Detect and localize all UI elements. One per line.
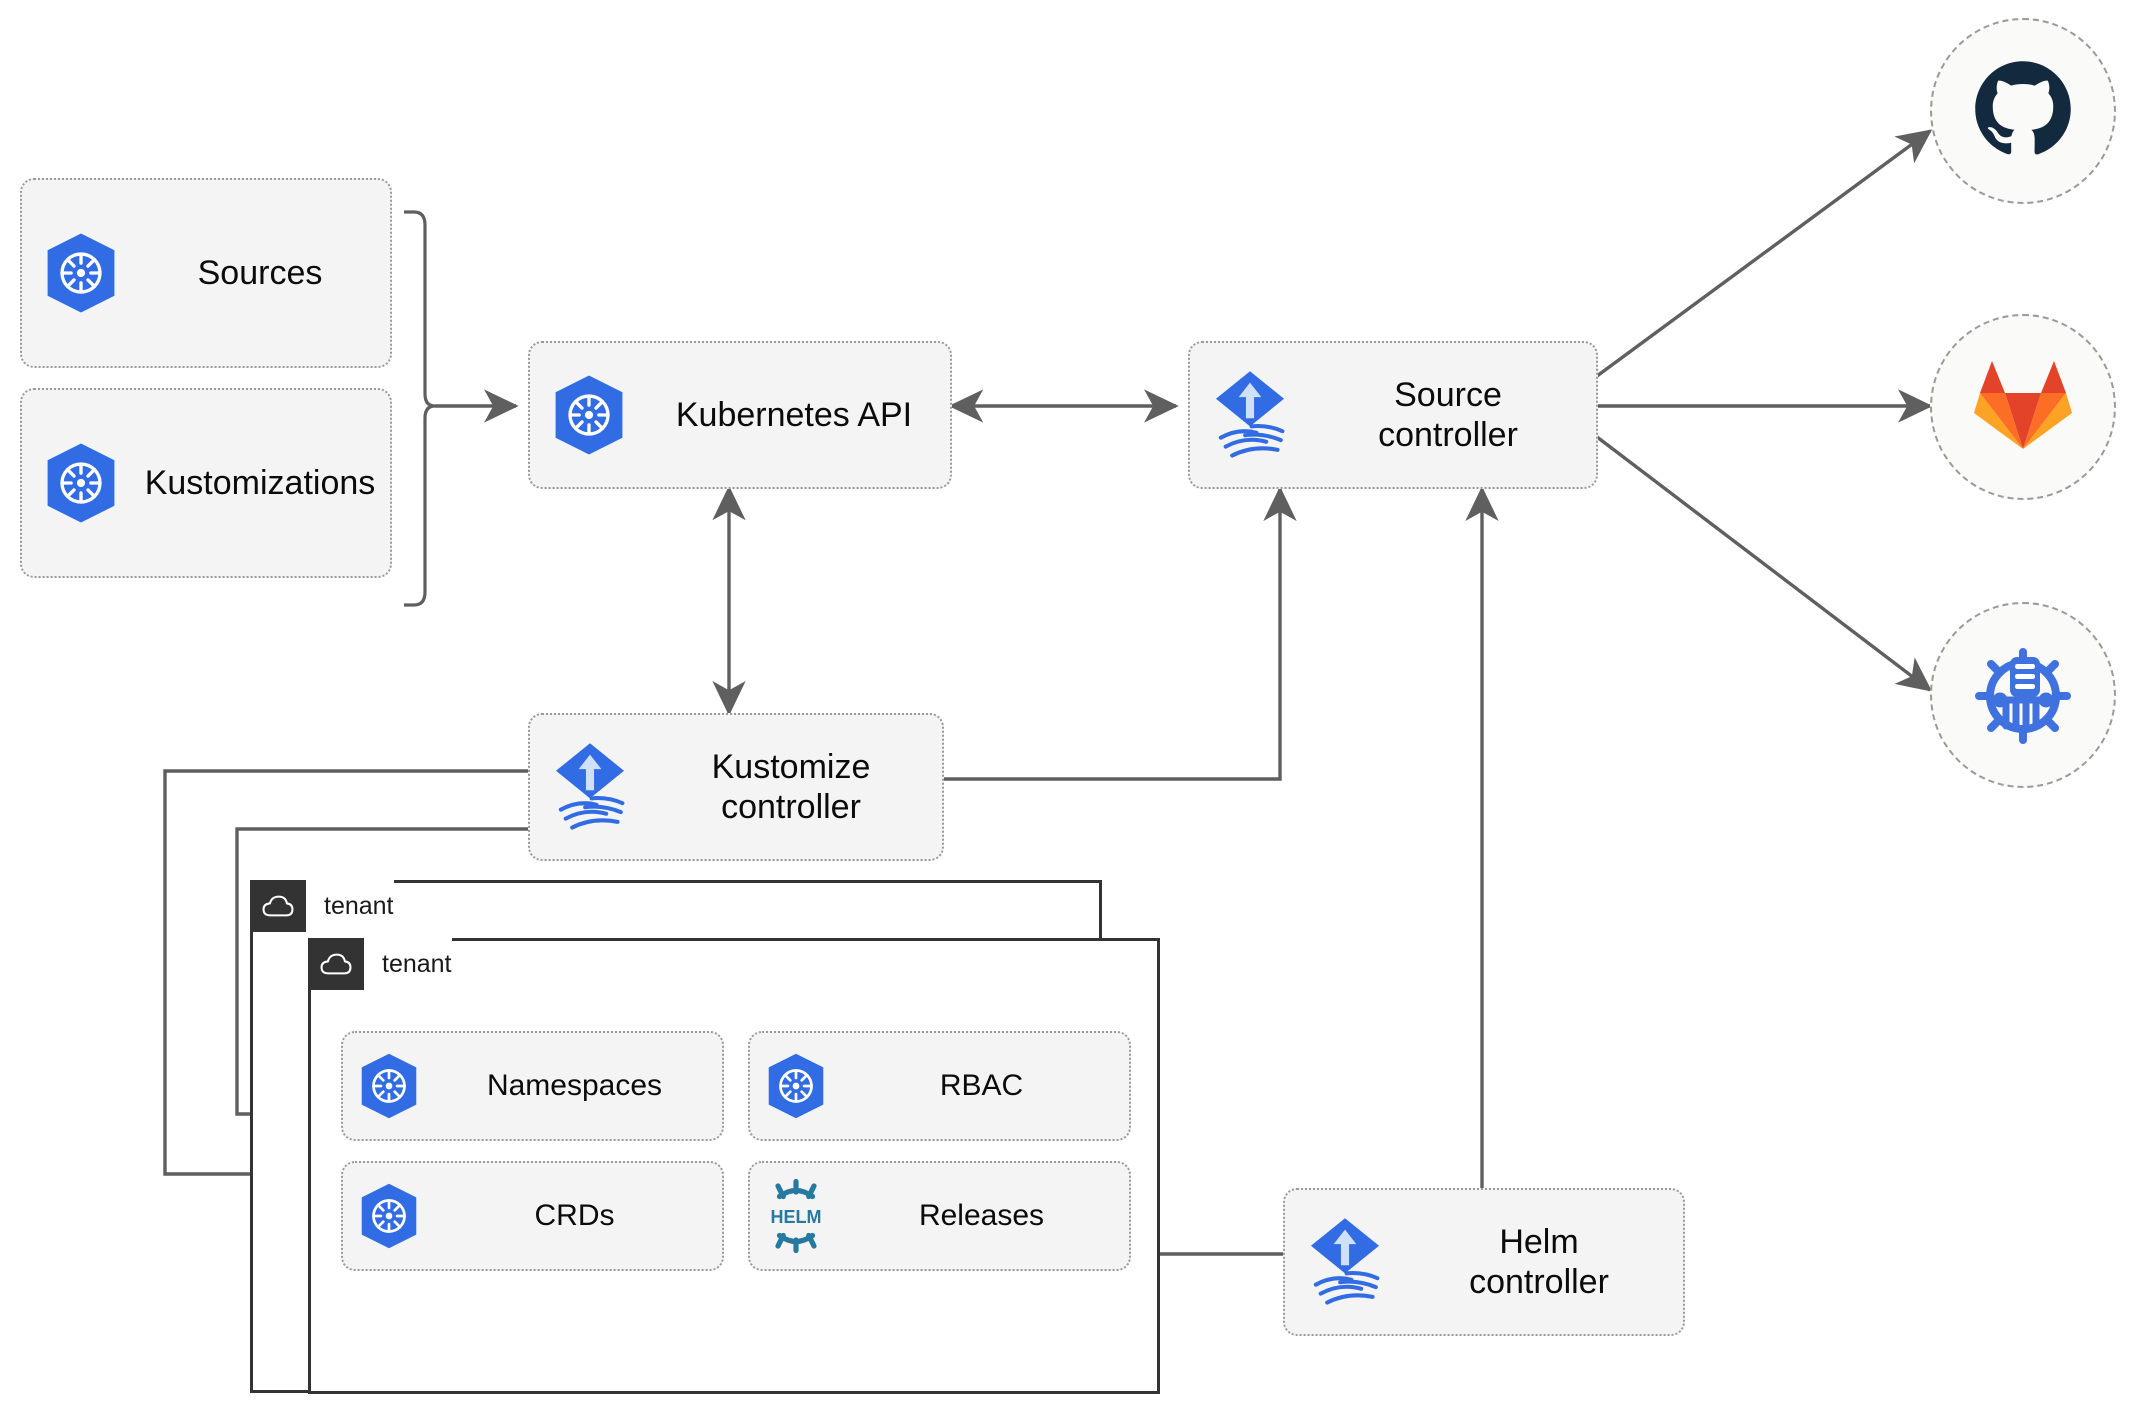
svg-text:HELM: HELM xyxy=(771,1207,822,1227)
kubernetes-icon xyxy=(22,442,140,524)
tenant-label: tenant xyxy=(382,949,452,978)
tenant-resource-grid: Namespaces xyxy=(341,1031,1131,1271)
node-label: Helm controller xyxy=(1469,1222,1609,1301)
tenant-header: tenant xyxy=(250,880,394,932)
tenant-label: tenant xyxy=(324,891,394,920)
provider-gitlab[interactable] xyxy=(1930,314,2116,500)
resource-namespaces[interactable]: Namespaces xyxy=(341,1031,724,1141)
cloud-icon xyxy=(308,938,364,990)
node-kubernetes-api[interactable]: Kubernetes API xyxy=(528,341,952,489)
kubernetes-icon xyxy=(750,1052,842,1120)
resource-label: RBAC xyxy=(939,1069,1024,1102)
helm-repository-icon xyxy=(1968,638,2078,753)
flux-icon xyxy=(1190,368,1310,462)
edge-kustomize-to-source xyxy=(944,486,1297,781)
node-kustomizations[interactable]: Kustomizations xyxy=(20,388,392,578)
node-source-controller[interactable]: Source controller xyxy=(1188,341,1598,489)
provider-github[interactable] xyxy=(1930,18,2116,204)
resource-rbac[interactable]: RBAC xyxy=(748,1031,1131,1141)
node-label: Kubernetes API xyxy=(675,395,913,434)
resource-label: Releases xyxy=(918,1199,1045,1232)
edge-source-to-helmrepo xyxy=(1595,435,1933,692)
github-icon xyxy=(1971,57,2075,166)
tenant-header: tenant xyxy=(308,938,452,990)
flux-icon xyxy=(530,740,650,834)
resource-releases[interactable]: HELM Releases xyxy=(748,1161,1131,1271)
kubernetes-icon xyxy=(343,1182,435,1250)
kubernetes-icon xyxy=(22,232,140,314)
resource-label: CRDs xyxy=(534,1199,615,1232)
node-helm-controller[interactable]: Helm controller xyxy=(1283,1188,1685,1336)
tenant-container-inner: tenant xyxy=(308,938,1160,1394)
provider-helm-repository[interactable] xyxy=(1930,602,2116,788)
node-label: Kustomizations xyxy=(144,463,376,502)
kubernetes-icon xyxy=(343,1052,435,1120)
resource-crds[interactable]: CRDs xyxy=(341,1161,724,1271)
grouping-bracket xyxy=(404,210,436,607)
resource-label: Namespaces xyxy=(486,1069,663,1102)
cloud-icon xyxy=(250,880,306,932)
kubernetes-icon xyxy=(530,374,648,456)
node-sources[interactable]: Sources xyxy=(20,178,392,368)
gitlab-icon xyxy=(1971,355,2075,460)
node-label: Source controller xyxy=(1378,375,1518,454)
helm-icon: HELM xyxy=(750,1178,842,1254)
edge-source-to-github xyxy=(1595,129,1933,378)
node-label: Sources xyxy=(197,253,323,292)
node-kustomize-controller[interactable]: Kustomize controller xyxy=(528,713,944,861)
flux-icon xyxy=(1285,1215,1405,1309)
node-label: Kustomize controller xyxy=(711,747,871,826)
